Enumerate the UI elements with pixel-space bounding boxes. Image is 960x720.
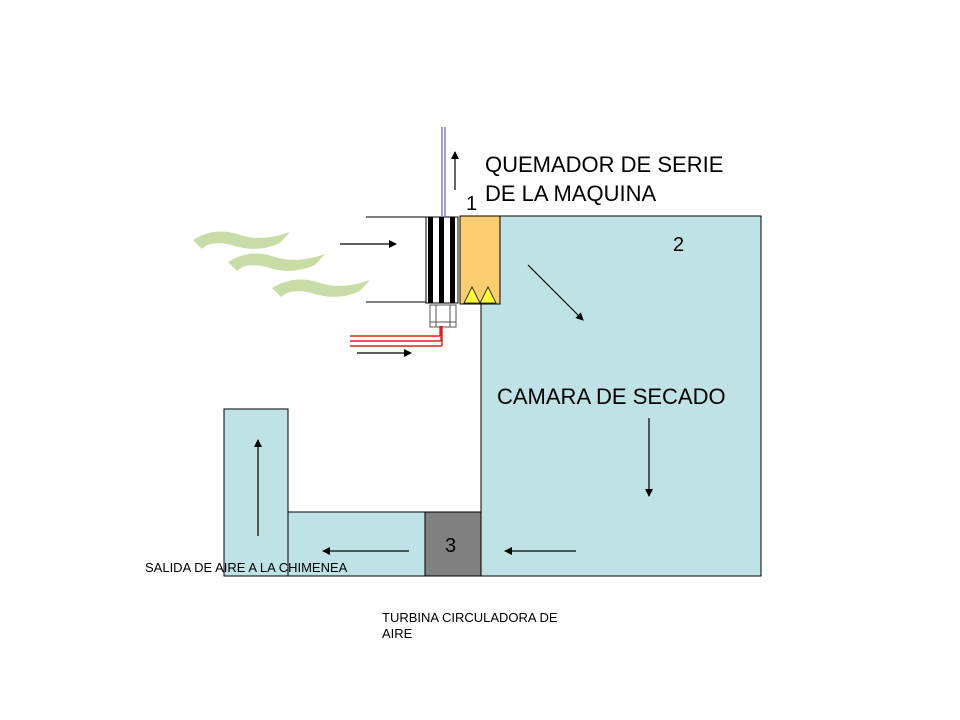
chamber-label: CAMARA DE SECADO [497,384,726,409]
flame-2 [479,286,497,304]
turbine-box [424,511,482,577]
fan-motor [429,304,457,328]
return-duct [287,511,426,577]
arrow-chamber-diagonal [527,264,584,321]
smoke-shape-2 [228,253,325,271]
fan-blade-2 [439,217,444,303]
intake-air-shapes [193,231,370,297]
burner-label-line2: DE LA MAQUINA [485,181,656,206]
drying-chamber [480,215,762,577]
burner-housing [459,215,501,305]
chamber-number: 2 [673,234,684,256]
turbine-number: 3 [445,535,456,557]
flow-arrows [254,151,653,555]
turbine-label-line1: TURBINA CIRCULADORA DE [382,610,558,625]
fan-blade-3 [450,217,455,303]
burner-label-line1: QUEMADOR DE SERIE [485,152,723,177]
exhaust-label: SALIDA DE AIRE A LA CHIMENEA [145,560,348,575]
flame-1 [463,286,481,304]
burner-number: 1 [466,193,477,215]
turbine-label-line2: AIRE [382,626,413,641]
fan-blade-1 [428,217,433,303]
fuel-line [350,326,443,347]
exhaust-pipe [441,127,446,217]
smoke-shape-1 [193,231,290,249]
chimney-column [223,408,289,577]
smoke-shape-3 [272,279,370,297]
